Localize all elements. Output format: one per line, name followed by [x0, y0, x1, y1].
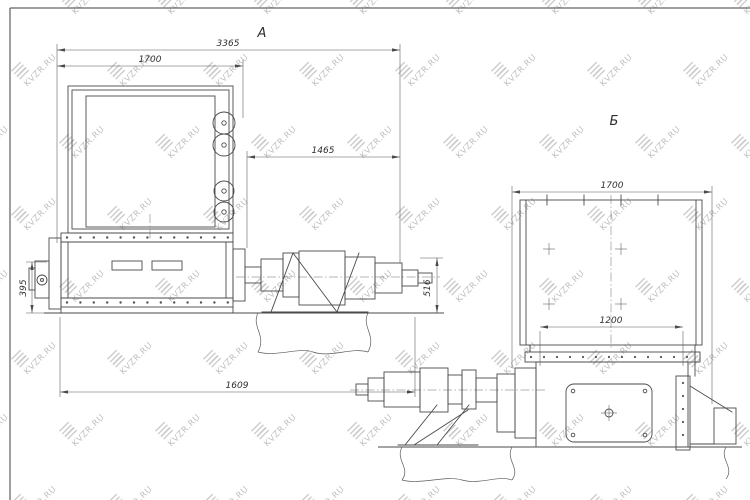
feeder-body	[60, 241, 234, 299]
view-a-machine	[28, 85, 433, 314]
view-b-label: Б	[610, 114, 619, 129]
center-lines	[149, 195, 612, 391]
cover-bolt	[570, 432, 576, 438]
dim-drive-span: 1465	[312, 146, 335, 156]
view-a-dimension-lines	[26, 44, 443, 397]
view-a-dim-arrows	[30, 48, 439, 394]
dim-hopper-width: 1700	[139, 55, 162, 65]
view-b-dim-arrows	[512, 190, 712, 329]
hopper-box	[519, 199, 703, 346]
drive-flange	[232, 248, 246, 302]
inspection-cover	[111, 260, 143, 271]
motor-shaft-tip-b	[355, 383, 369, 396]
view-b-bolt-rows	[529, 355, 696, 446]
cover-plate	[565, 383, 653, 443]
dim-overall-width: 3365	[217, 39, 240, 49]
dim-body-height: 395	[19, 279, 29, 296]
vibrator-circle	[212, 133, 236, 157]
view-b-machine	[355, 194, 737, 451]
dim-b-opening-width: 1200	[600, 316, 623, 326]
cover-bolt	[570, 388, 576, 394]
right-support	[713, 407, 737, 445]
view-a-break-lines	[255, 312, 372, 355]
cover-bolt	[642, 432, 648, 438]
vibrator-circle	[212, 111, 236, 135]
dim-b-width: 1700	[601, 181, 624, 191]
view-b-center-marks	[543, 243, 627, 421]
drive-shaft	[244, 266, 262, 284]
motor-body	[298, 250, 346, 306]
view-a-label: А	[257, 26, 267, 41]
coupling	[260, 258, 284, 292]
view-b-dimension-lines	[511, 186, 713, 404]
left-end-plate	[48, 237, 62, 310]
left-bearing	[36, 274, 48, 286]
hopper-outline	[67, 85, 234, 234]
view-b-break-lines	[399, 446, 730, 482]
inspection-cover	[151, 260, 183, 271]
vibrator-circle	[213, 180, 235, 202]
side-body	[535, 361, 689, 448]
sheet-frame	[9, 7, 750, 500]
motor-shaft-tip	[417, 272, 433, 284]
right-flange	[675, 375, 691, 451]
view-a-bolt-rows	[65, 236, 231, 304]
dim-height-to-axis: 516	[423, 279, 433, 296]
dim-base-length: 1609	[226, 381, 249, 391]
cover-bolt	[642, 388, 648, 394]
vibrator-circle	[213, 201, 235, 223]
